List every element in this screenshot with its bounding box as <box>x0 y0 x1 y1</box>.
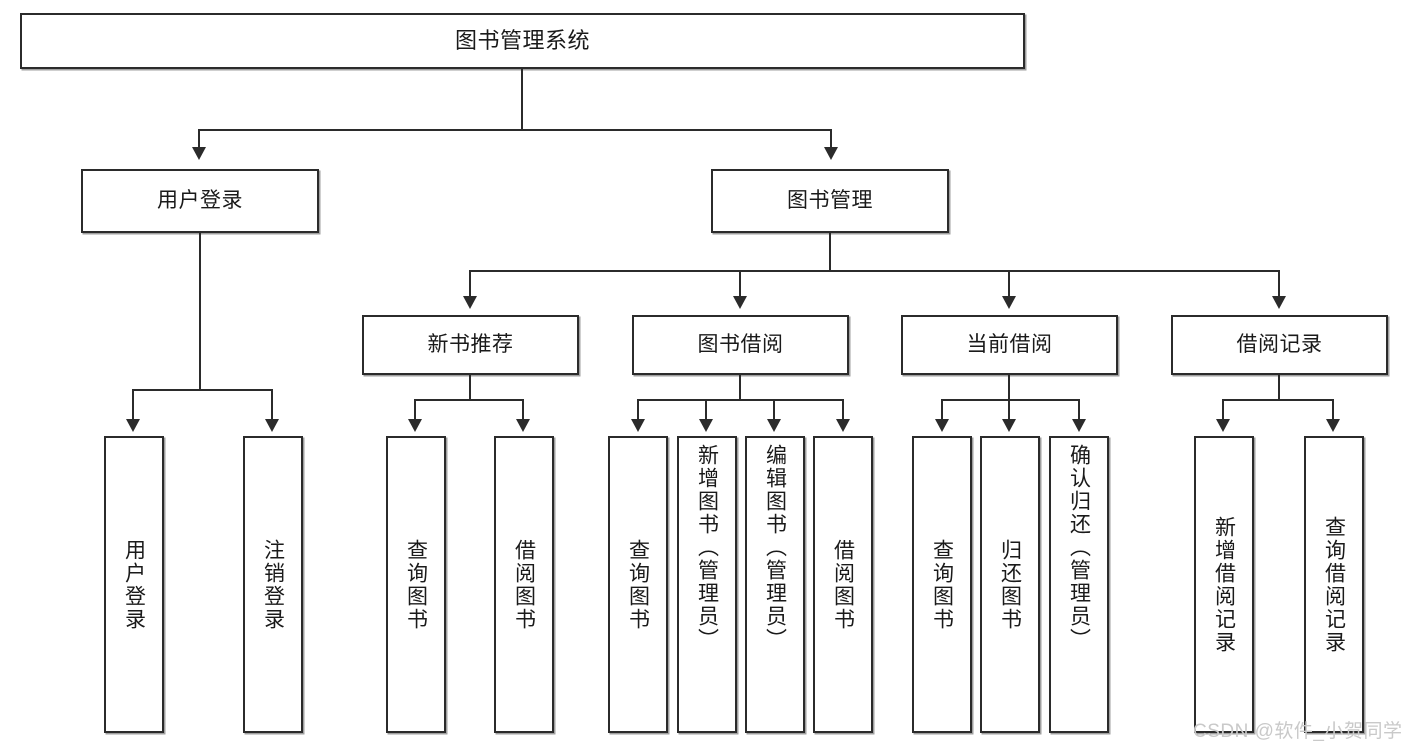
node-leaf-confirm-return-label: 确认归还（管理员） <box>1067 444 1091 651</box>
arrow-to-book-manage <box>824 147 838 160</box>
node-leaf-user-logout[interactable]: 注销登录 <box>243 436 303 733</box>
node-leaf-borrow-book-2[interactable]: 借阅图书 <box>813 436 873 733</box>
node-leaf-return-book[interactable]: 归还图书 <box>980 436 1040 733</box>
connector-book-borrow-drop-2 <box>705 399 707 420</box>
connector-root-drop-right <box>830 129 832 148</box>
connector-borrow-record-stem <box>1278 375 1280 400</box>
node-leaf-confirm-return[interactable]: 确认归还（管理员） <box>1049 436 1109 733</box>
node-leaf-query-book-2-label: 查询图书 <box>626 538 650 631</box>
node-leaf-add-book-label: 新增图书（管理员） <box>695 444 719 651</box>
node-book-borrow[interactable]: 图书借阅 <box>632 315 849 375</box>
connector-borrow-record-drop-2 <box>1332 399 1334 420</box>
node-leaf-return-book-label: 归还图书 <box>998 538 1022 631</box>
arrow-to-leaf-query-book-3 <box>935 419 949 432</box>
node-leaf-add-record-label: 新增借阅记录 <box>1212 515 1236 654</box>
connector-book-borrow-drop-4 <box>842 399 844 420</box>
connector-new-book-rec-bus <box>414 399 524 401</box>
node-leaf-borrow-book-2-label: 借阅图书 <box>831 538 855 631</box>
arrow-to-leaf-return-book <box>1002 419 1016 432</box>
node-leaf-user-login-label: 用户登录 <box>122 538 146 631</box>
node-borrow-record[interactable]: 借阅记录 <box>1171 315 1388 375</box>
connector-book-manage-drop-1 <box>469 270 471 297</box>
arrow-to-leaf-borrow-book-1 <box>516 419 530 432</box>
node-leaf-query-book-1[interactable]: 查询图书 <box>386 436 446 733</box>
node-book-borrow-label: 图书借阅 <box>697 333 784 357</box>
connector-book-manage-stem <box>829 233 831 271</box>
connector-current-borrow-bus <box>941 399 1080 401</box>
node-root-label: 图书管理系统 <box>454 27 590 53</box>
arrow-to-leaf-user-logout <box>265 419 279 432</box>
connector-new-book-rec-stem <box>469 375 471 400</box>
node-root[interactable]: 图书管理系统 <box>20 13 1025 69</box>
arrow-to-leaf-query-book-1 <box>408 419 422 432</box>
arrow-to-leaf-add-record <box>1216 419 1230 432</box>
connector-current-borrow-drop-2 <box>1008 399 1010 420</box>
connector-new-book-rec-drop-2 <box>522 399 524 420</box>
node-new-book-rec-label: 新书推荐 <box>427 333 514 357</box>
connector-book-borrow-drop-3 <box>773 399 775 420</box>
connector-user-login-drop-2 <box>271 389 273 420</box>
node-current-borrow[interactable]: 当前借阅 <box>901 315 1118 375</box>
node-book-manage-label: 图书管理 <box>787 189 873 213</box>
connector-root-bus <box>198 129 832 131</box>
connector-book-manage-drop-4 <box>1278 270 1280 297</box>
node-leaf-user-logout-label: 注销登录 <box>261 538 285 631</box>
connector-root-stem <box>521 69 523 130</box>
connector-current-borrow-drop-1 <box>941 399 943 420</box>
connector-user-login-drop-1 <box>132 389 134 420</box>
connector-user-login-bus <box>132 389 272 391</box>
node-leaf-borrow-book-1-label: 借阅图书 <box>512 538 536 631</box>
connector-book-manage-drop-3 <box>1008 270 1010 297</box>
node-leaf-query-record-label: 查询借阅记录 <box>1322 515 1346 654</box>
connector-new-book-rec-drop-1 <box>414 399 416 420</box>
connector-current-borrow-stem <box>1008 375 1010 400</box>
connector-book-manage-bus <box>469 270 1280 272</box>
node-leaf-query-book-3[interactable]: 查询图书 <box>912 436 972 733</box>
connector-book-borrow-drop-1 <box>637 399 639 420</box>
arrow-to-borrow-record <box>1272 296 1286 309</box>
node-borrow-record-label: 借阅记录 <box>1236 333 1323 357</box>
arrow-to-user-login <box>192 147 206 160</box>
node-current-borrow-label: 当前借阅 <box>966 333 1053 357</box>
node-leaf-edit-book[interactable]: 编辑图书（管理员） <box>745 436 805 733</box>
node-leaf-query-book-3-label: 查询图书 <box>930 538 954 631</box>
node-leaf-add-book[interactable]: 新增图书（管理员） <box>677 436 737 733</box>
csdn-watermark: CSDN @软件_小贺同学 <box>1193 721 1403 742</box>
node-new-book-rec[interactable]: 新书推荐 <box>362 315 579 375</box>
arrow-to-leaf-edit-book <box>767 419 781 432</box>
arrow-to-current-borrow <box>1002 296 1016 309</box>
arrow-to-leaf-borrow-book-2 <box>836 419 850 432</box>
connector-user-login-stem <box>199 233 201 390</box>
connector-book-borrow-stem <box>739 375 741 400</box>
connector-current-borrow-drop-3 <box>1078 399 1080 420</box>
arrow-to-leaf-query-book-2 <box>631 419 645 432</box>
connector-book-borrow-bus <box>637 399 844 401</box>
node-leaf-borrow-book-1[interactable]: 借阅图书 <box>494 436 554 733</box>
node-user-login-label: 用户登录 <box>157 189 243 213</box>
connector-borrow-record-bus <box>1222 399 1334 401</box>
node-leaf-query-book-2[interactable]: 查询图书 <box>608 436 668 733</box>
node-leaf-edit-book-label: 编辑图书（管理员） <box>763 444 787 651</box>
arrow-to-leaf-confirm-return <box>1072 419 1086 432</box>
connector-borrow-record-drop-1 <box>1222 399 1224 420</box>
arrow-to-leaf-add-book <box>699 419 713 432</box>
connector-root-drop-left <box>198 129 200 148</box>
node-leaf-query-record[interactable]: 查询借阅记录 <box>1304 436 1364 733</box>
arrow-to-leaf-query-record <box>1326 419 1340 432</box>
connector-book-manage-drop-2 <box>739 270 741 297</box>
arrow-to-new-book-rec <box>463 296 477 309</box>
arrow-to-book-borrow <box>733 296 747 309</box>
arrow-to-leaf-user-login <box>126 419 140 432</box>
node-book-manage[interactable]: 图书管理 <box>711 169 949 233</box>
node-user-login[interactable]: 用户登录 <box>81 169 319 233</box>
node-leaf-user-login[interactable]: 用户登录 <box>104 436 164 733</box>
node-leaf-query-book-1-label: 查询图书 <box>404 538 428 631</box>
node-leaf-add-record[interactable]: 新增借阅记录 <box>1194 436 1254 733</box>
